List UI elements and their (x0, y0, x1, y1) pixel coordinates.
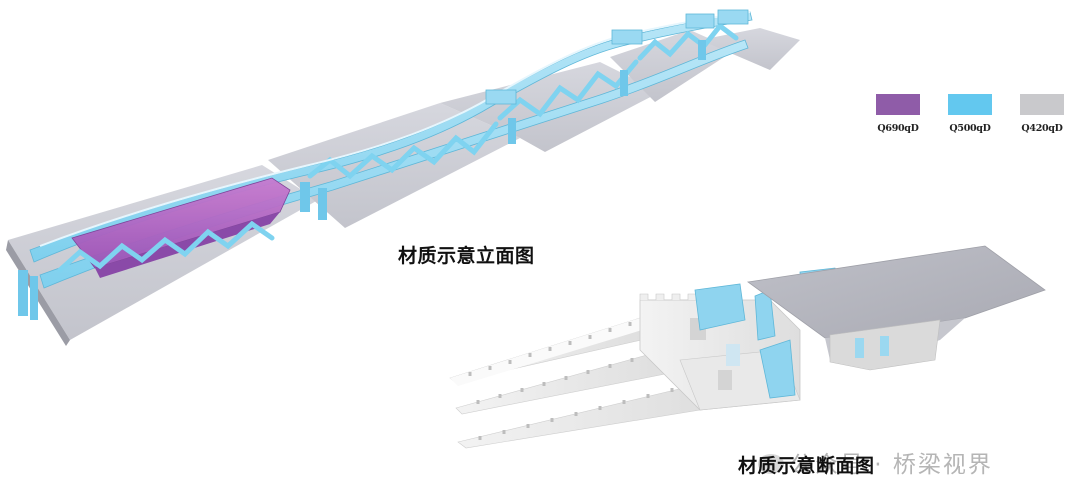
legend-item-q500qd: Q500qD (940, 94, 1000, 134)
legend-swatch-q690qd (876, 94, 920, 115)
wechat-icon (758, 454, 784, 474)
legend-swatch-q420qd (1020, 94, 1064, 115)
deck-segment (440, 62, 660, 152)
legend-item-q420qd: Q420qD (1012, 94, 1072, 134)
pier-supports (18, 40, 706, 320)
material-legend: Q690qD Q500qD Q420qD (868, 94, 1080, 144)
watermark: 公众号 · 桥梁视界 (758, 445, 993, 479)
legend-label: Q690qD (877, 123, 919, 134)
truss-top-highlight (39, 11, 751, 247)
legend-label: Q500qD (949, 123, 991, 134)
elevation-caption: 材质示意立面图 (398, 245, 535, 267)
watermark-text: 公众号 · 桥梁视界 (790, 452, 993, 478)
elevation-model (6, 9, 800, 346)
truss-bottom-chord (39, 39, 749, 289)
q690qd-zone (71, 177, 291, 269)
truss-diagonals (57, 22, 739, 273)
truss-end-frames (485, 9, 749, 105)
legend-item-q690qd: Q690qD (868, 94, 928, 134)
legend-swatch-q500qd (948, 94, 992, 115)
legend-label: Q420qD (1021, 123, 1063, 134)
section-model (449, 245, 1046, 449)
deck-segment (700, 28, 800, 70)
section-caption: 材质示意断面图 (738, 455, 875, 477)
